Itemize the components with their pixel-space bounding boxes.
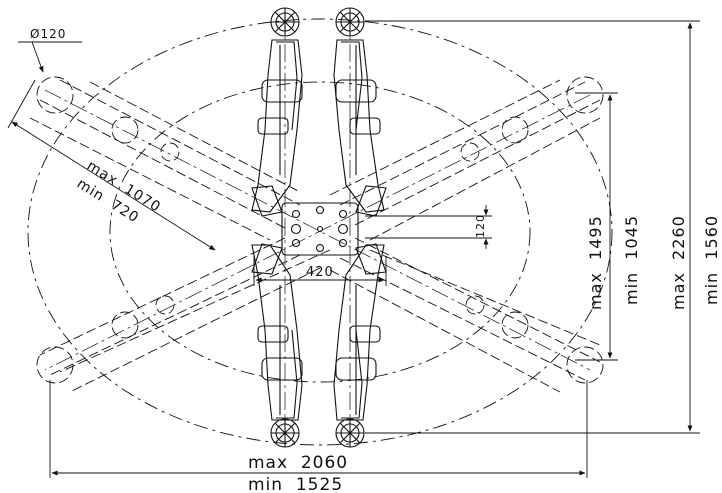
inner-span-min-label: min 1045 — [622, 215, 641, 305]
width-max-label: max 2060 — [248, 453, 348, 473]
pad-bottom-left-solid — [270, 418, 300, 448]
outer-span-max-label: max 2260 — [669, 215, 688, 310]
pad-offset-label: 120 — [474, 214, 487, 238]
inner-span-max-label: max 1495 — [586, 215, 605, 310]
left-arm-lower — [251, 244, 303, 421]
base-plate — [281, 202, 359, 256]
right-arm-lower — [333, 244, 385, 421]
outer-span-min-label: min 1560 — [702, 215, 721, 305]
pad-top-right-solid — [335, 7, 365, 37]
pad-top-left — [36, 76, 74, 114]
pad-bottom-right-solid — [335, 418, 365, 448]
straight-arms — [251, 39, 387, 421]
left-arm-upper — [251, 39, 303, 213]
pad-diameter-label: Ø120 — [30, 27, 66, 41]
dimension-lines — [7, 20, 700, 478]
pad-spacing-label: 420 — [306, 265, 334, 280]
pad-bottom-right — [566, 346, 604, 384]
pad-top-right — [566, 76, 604, 114]
width-min-label: min 1525 — [248, 475, 343, 493]
pad-top-left-solid — [270, 7, 300, 37]
lifting-pads — [270, 7, 365, 448]
swung-arms — [29, 76, 604, 393]
right-arm-upper — [333, 39, 385, 213]
pad-bottom-left — [36, 346, 74, 384]
